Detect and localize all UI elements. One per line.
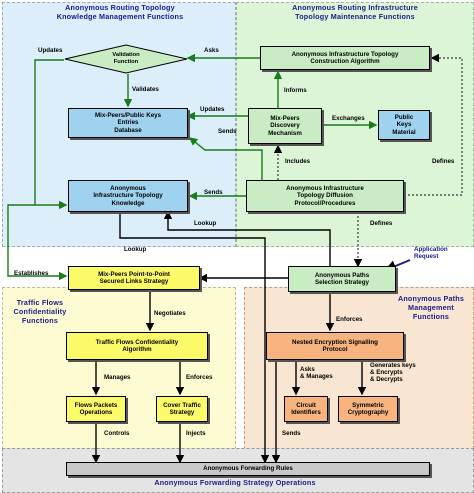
label-asks-manages: Asks & Manages	[300, 366, 333, 381]
mix-peers-database-box: Mix-Peers/Public Keys Entries Database	[68, 108, 188, 138]
edge-lookup-left	[119, 212, 270, 464]
label-lookup-1: Lookup	[194, 220, 217, 227]
discovery-mechanism-box: Mix-Peers Discovery Mechanism	[248, 108, 322, 144]
label-validates: Validates	[132, 86, 159, 93]
label-application-request: Application Request	[414, 246, 448, 261]
region-anonymous-paths-title: Anonymous Paths Management Functions	[397, 294, 465, 321]
label-defines-2: Defines	[370, 220, 393, 227]
validation-function-label: Validation Function	[112, 52, 140, 65]
edge-updates-loop	[34, 59, 68, 210]
secured-links-strategy-box: Mix-Peers Point-to-Point Secured Links S…	[68, 266, 200, 290]
region-traffic-flows	[2, 287, 236, 449]
label-exchanges: Exchanges	[332, 115, 365, 122]
label-controls: Controls	[104, 430, 130, 437]
construction-algorithm-box: Anonymous Infrastructure Topology Constr…	[260, 46, 430, 70]
label-sends-2: Sends	[204, 189, 223, 196]
label-updates-2: Updates	[200, 106, 225, 113]
label-establishes: Establishes	[14, 270, 49, 277]
edge-establishes	[7, 204, 68, 281]
path-selection-strategy-box: Anonymous Paths Selection Strategy	[288, 266, 396, 292]
label-generates: Generates keys & Encrypts & Decrypts	[370, 362, 416, 384]
label-sends-1: Sends	[218, 128, 237, 135]
region-knowledge-management-title: Anonymous Routing Topology Knowledge Man…	[56, 3, 184, 21]
label-manages: Manages	[104, 374, 131, 381]
topology-knowledge-box: Anonymous Infrastructure Topology Knowle…	[68, 180, 188, 212]
label-includes: Includes	[285, 158, 311, 165]
edge-sends1	[188, 137, 263, 180]
cover-traffic-strategy-box: Cover Traffic Strategy	[156, 396, 208, 422]
region-forwarding-title: Anonymous Forwarding Strategy Operations	[154, 478, 316, 487]
flows-packets-operations-box: Flows Packets Operations	[66, 396, 126, 422]
region-traffic-flows-title: Traffic Flows Confidentiality Functions	[13, 298, 67, 325]
label-negotiates: Negotiates	[154, 310, 186, 317]
label-injects: Injects	[186, 430, 206, 437]
label-enforces-1: Enforces	[336, 316, 363, 323]
nested-encryption-protocol-box: Nested Encryption Signalling Protocol	[266, 332, 404, 360]
forwarding-rules-box: Anonymous Forwarding Rules	[66, 462, 430, 476]
public-keys-material-box: Public Keys Material	[378, 110, 430, 140]
edge-lookup-right	[163, 210, 331, 266]
tfc-algorithm-box: Traffic Flows Confidentiality Algorithm	[66, 332, 208, 360]
label-updates-1: Updates	[38, 47, 63, 54]
label-enforces-2: Enforces	[186, 374, 213, 381]
label-sends-3: Sends	[282, 430, 301, 437]
label-lookup-2: Lookup	[124, 246, 147, 253]
circuit-identifiers-box: Circuit Identifiers	[284, 396, 328, 422]
label-defines-1: Defines	[432, 158, 455, 165]
edge-defines1	[404, 53, 463, 196]
label-asks: Asks	[204, 47, 219, 54]
label-informs: Informs	[284, 87, 307, 94]
validation-diamond	[64, 44, 188, 74]
symmetric-cryptography-box: Symmetric Cryptography	[338, 396, 398, 422]
region-topology-maintenance-title: Anonymous Routing Infrastructure Topolog…	[292, 3, 418, 21]
diffusion-protocol-box: Anonymous Infrastructure Topology Diffus…	[246, 180, 404, 212]
